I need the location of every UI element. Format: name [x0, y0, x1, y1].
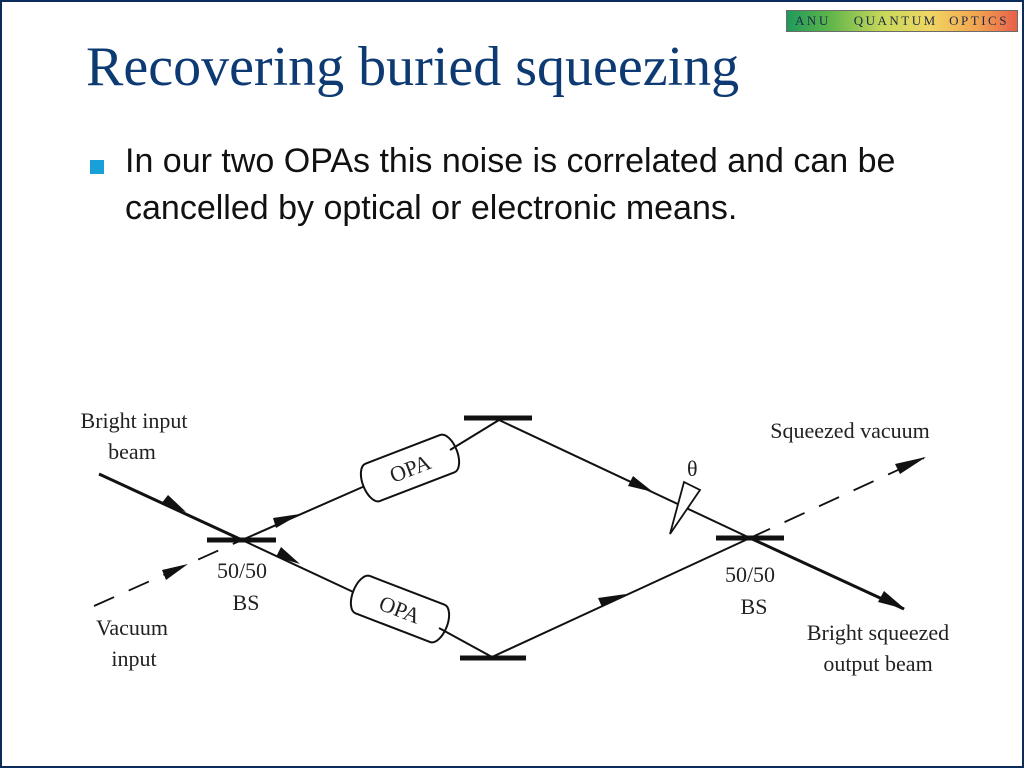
bs1-label-2: BS [233, 590, 260, 615]
squeezed-vacuum-arrow [895, 457, 926, 474]
squeezed-vacuum-beam [749, 457, 925, 539]
vacuum-input-label-2: input [111, 646, 156, 671]
opa-bottom: OPA [349, 574, 451, 644]
phase-shifter-wedge [669, 480, 702, 535]
lower-arm-return [491, 537, 751, 658]
vacuum-input-label-1: Vacuum [96, 615, 168, 640]
upper-arm-out [449, 419, 500, 451]
vacuum-input-arrow [162, 564, 188, 580]
opa-top: OPA [359, 433, 461, 503]
anu-quantum-optics-logo: ANU QUANTUM OPTICS [786, 10, 1018, 32]
upper-arm-return [498, 419, 751, 539]
logo-text: ANU QUANTUM OPTICS [795, 13, 1009, 28]
bright-output-beam [749, 536, 905, 611]
lower-arm-out [438, 627, 493, 658]
bs2-label-2: BS [741, 594, 768, 619]
bright-input-label-1: Bright input [81, 408, 188, 433]
upper-arm-in [241, 481, 375, 541]
bullet-text: In our two OPAs this noise is correlated… [125, 142, 896, 227]
lower-return-arrow [598, 594, 626, 607]
bright-output-arrow [878, 591, 905, 609]
upper-return-arrow [628, 476, 653, 492]
lower-arm-in [241, 539, 365, 598]
bullet-square-icon [90, 160, 104, 174]
bright-input-label-2: beam [108, 439, 156, 464]
output-label-2: output beam [823, 651, 932, 676]
lower-arm-arrow [276, 547, 300, 564]
bs1-label-1: 50/50 [217, 558, 267, 583]
bs2-label-1: 50/50 [725, 562, 775, 587]
theta-label: θ [687, 456, 698, 481]
squeezing-diagram: OPA θ OPA Bright input beam [81, 408, 950, 676]
output-label-1: Bright squeezed [807, 620, 949, 645]
bright-input-arrow [161, 495, 186, 512]
slide-title: Recovering buried squeezing [86, 36, 740, 98]
squeezed-vacuum-label: Squeezed vacuum [770, 418, 929, 443]
upper-arm-arrow [273, 514, 300, 528]
